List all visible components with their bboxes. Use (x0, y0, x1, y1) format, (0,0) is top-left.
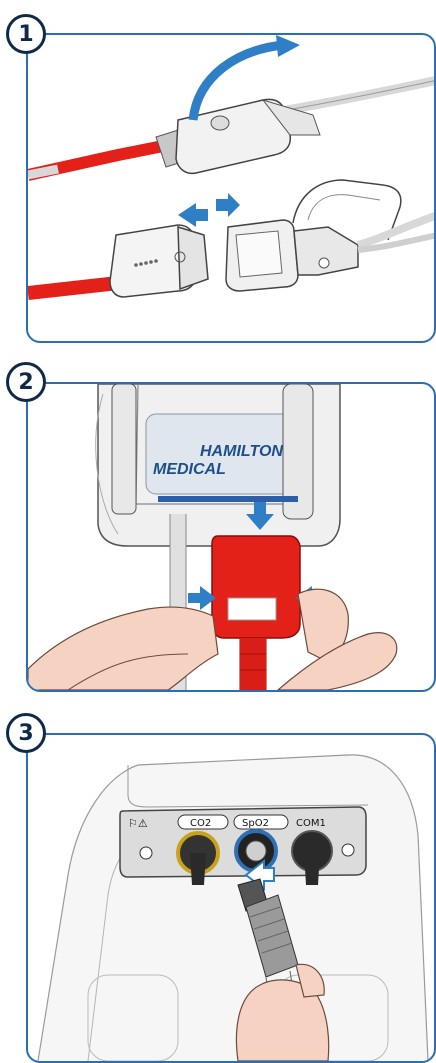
port-label-spo2: SpO2 (242, 818, 269, 829)
patient-cable-connector (110, 225, 208, 297)
step-1-badge: 1 (6, 14, 46, 54)
port-panel: ⚐⚠ CO2 SpO2 COM1 (120, 807, 366, 885)
finger-sensor-clip (226, 180, 436, 291)
connected-connector (156, 99, 320, 173)
step-1-illustration (28, 35, 436, 341)
step-3-badge: 3 (6, 713, 46, 753)
port-label-co2: CO2 (190, 818, 211, 829)
brand-line-1: HAMILTON (200, 443, 283, 460)
step-3-panel: ⚐⚠ CO2 SpO2 COM1 (26, 733, 436, 1063)
warning-symbols: ⚐⚠ (128, 818, 148, 830)
step-2-panel: HAMILTON MEDICAL (26, 382, 436, 692)
step-2-badge: 2 (6, 362, 46, 402)
step-1-panel (26, 33, 436, 343)
step-2-illustration: HAMILTON MEDICAL (28, 384, 436, 690)
step-3-illustration: ⚐⚠ CO2 SpO2 COM1 (28, 735, 436, 1061)
hand (28, 607, 218, 690)
disconnect-arrows (178, 193, 240, 227)
red-connector (212, 536, 300, 690)
ventilator-body (38, 755, 428, 1061)
port-label-com1: COM1 (296, 818, 326, 829)
brand-line-2: MEDICAL (153, 461, 226, 478)
red-cable-lower (28, 283, 118, 293)
